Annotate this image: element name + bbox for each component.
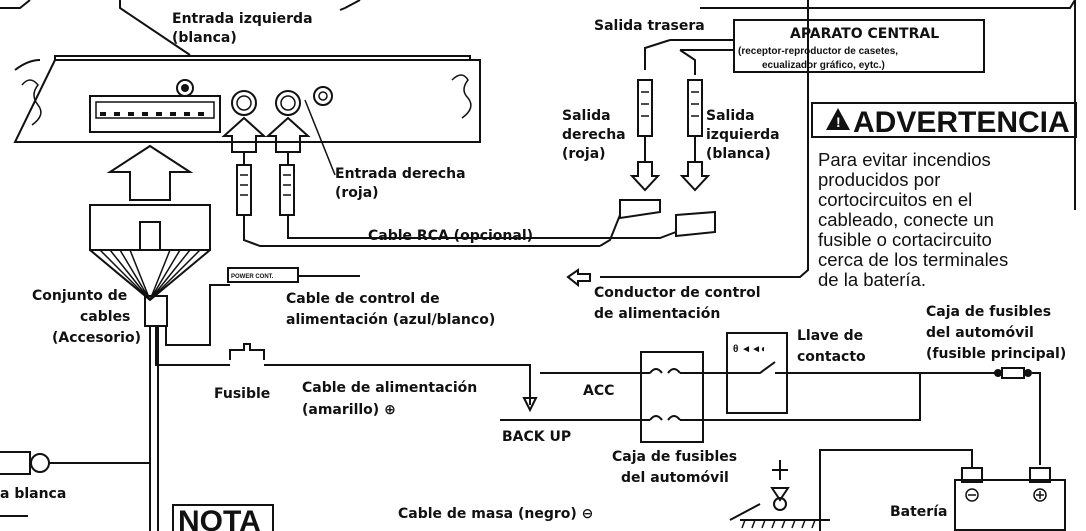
label-entrada-derecha: Entrada derecha — [335, 166, 466, 182]
label-conjunto-cables: Conjunto de — [32, 288, 127, 304]
main-fuse-icon — [1001, 367, 1025, 379]
label-llave-contacto: Llave de — [797, 328, 863, 344]
warning-line: fusible o cortacircuito — [818, 229, 992, 250]
label-salida-derecha: derecha — [562, 127, 626, 143]
label-back-up: BACK UP — [502, 429, 571, 445]
ground-icon — [729, 460, 830, 529]
label-conjunto-cables: (Accesorio) — [52, 330, 141, 346]
battery-icon — [819, 449, 1066, 531]
callout-line-1 — [119, 0, 191, 56]
label-caja-fusibles-auto: (fusible principal) — [926, 346, 1066, 362]
label-fusible: Fusible — [214, 386, 270, 402]
rca-plug-pair-headunit — [599, 79, 716, 247]
note-box: NOTA — [172, 504, 274, 531]
label-conductor-control: de alimentación — [594, 306, 720, 322]
arrow-up-icon — [221, 116, 267, 153]
label-salida-trasera: Salida trasera — [594, 18, 705, 34]
label-salida-derecha: Salida — [562, 108, 611, 124]
label-power-cont: POWER CONT. — [231, 274, 274, 280]
warning-line: de la batería. — [818, 269, 926, 290]
label-salida-izquierda: izquierda — [706, 127, 780, 143]
arrow-down-icon — [522, 397, 538, 413]
callout-line-right — [700, 0, 1076, 9]
label-cable-rca: Cable RCA (opcional) — [368, 228, 533, 244]
arrow-up-icon — [265, 116, 311, 153]
wiring-harness — [89, 204, 230, 531]
label-salida-derecha: (roja) — [562, 146, 606, 162]
head-unit-desc: ecualizador gráfico, eytc.) — [762, 60, 885, 71]
label-caja-fusibles: del automóvil — [621, 470, 729, 486]
svg-text:θ ◄◄◐: θ ◄◄◐ — [733, 344, 767, 355]
label-acc: ACC — [583, 383, 614, 399]
label-cable-control: alimentación (azul/blanco) — [286, 312, 495, 328]
fuse-icon — [229, 343, 265, 360]
label-entrada-izquierda: Entrada izquierda — [172, 11, 313, 27]
head-unit-title: APARATO CENTRAL — [790, 26, 939, 42]
label-bateria: Batería — [890, 504, 947, 520]
amplifier-unit — [13, 55, 481, 143]
warning-box: ! ADVERTENCIA Para evitar incendios prod… — [811, 102, 1077, 290]
warning-line: Para evitar incendios — [818, 149, 991, 170]
warning-line: cortocircuitos en el — [818, 189, 972, 210]
label-cable-alimentacion: Cable de alimentación — [302, 380, 477, 396]
car-fuse-box — [640, 351, 704, 443]
head-unit-desc: (receptor-reproductor de casetes, — [738, 46, 898, 57]
label-cable-alimentacion: (amarillo) ⊕ — [302, 402, 396, 418]
label-salida-izquierda: Salida — [706, 108, 755, 124]
callout-line-2 — [339, 0, 361, 11]
warning-triangle-icon — [826, 108, 850, 130]
warning-line: cerca de los terminales — [818, 249, 1008, 270]
label-entrada-izquierda-color: (blanca) — [172, 30, 237, 46]
label-cable-control: Cable de control de — [286, 291, 440, 307]
label-salida-izquierda: (blanca) — [706, 146, 771, 162]
label-a-blanca: a blanca — [0, 486, 66, 502]
note-title: NOTA — [178, 505, 261, 531]
warning-line: cableado, conecte un — [818, 209, 994, 230]
connector-icon — [30, 453, 50, 473]
label-llave-contacto: contacto — [797, 349, 866, 365]
label-conductor-control: Conductor de control — [594, 285, 761, 301]
callout-line-left — [0, 0, 31, 9]
label-cable-masa: Cable de masa (negro) ⊖ — [398, 506, 593, 522]
label-caja-fusibles: Caja de fusibles — [612, 449, 737, 465]
label-entrada-derecha-color: (roja) — [335, 185, 379, 201]
warning-title: ADVERTENCIA — [853, 106, 1070, 139]
big-arrow-up-icon — [106, 144, 194, 201]
label-conjunto-cables: cables — [80, 309, 130, 325]
label-caja-fusibles-auto: Caja de fusibles — [926, 304, 1051, 320]
head-unit-box — [733, 19, 985, 73]
label-caja-fusibles-auto: del automóvil — [926, 325, 1034, 341]
warning-line: producidos por — [818, 169, 940, 190]
arrow-left-icon — [566, 268, 591, 288]
rca-plug-pair-amp — [236, 152, 600, 247]
svg-text:!: ! — [836, 114, 841, 130]
